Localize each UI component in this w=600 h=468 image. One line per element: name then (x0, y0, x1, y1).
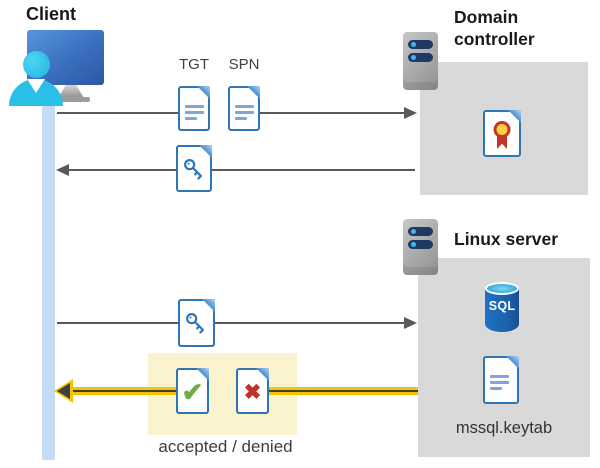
arrowhead-right-icon (404, 317, 417, 329)
spn-ticket-icon (228, 86, 260, 131)
key-ticket-icon (178, 299, 215, 347)
x-mark-icon: ✖ (243, 380, 262, 404)
server-slot-icon (408, 227, 433, 236)
monitor-stand-icon (58, 85, 84, 98)
certificate-icon (483, 110, 521, 157)
tgt-ticket-icon (178, 86, 210, 131)
linux-server-label: Linux server (454, 229, 559, 249)
server-slot-icon (408, 40, 433, 49)
page-fold-icon (247, 86, 260, 99)
denied-document-icon: ✖ (236, 368, 269, 414)
certificate-ribbon-icon (497, 136, 507, 149)
server-slot-icon (408, 240, 433, 249)
user-person-icon (23, 51, 50, 78)
sql-database-icon: SQL (485, 282, 519, 332)
client-label: Client (26, 4, 77, 24)
monitor-base-icon (52, 97, 90, 102)
arrow-dc-to-client (212, 169, 415, 171)
checkmark-icon: ✔ (181, 376, 204, 407)
client-timeline-bar (42, 94, 55, 460)
page-fold-icon (506, 356, 519, 369)
arrow-client-to-linux (215, 322, 404, 324)
arrow-client-to-dc (260, 112, 404, 114)
keytab-file-label: mssql.keytab (455, 419, 553, 437)
domain-controller-server-icon (403, 32, 438, 90)
sql-database-label: SQL (488, 299, 516, 313)
page-fold-icon (197, 86, 210, 99)
key-icon (184, 159, 203, 180)
yellow-arrowhead-icon (57, 383, 70, 399)
key-ticket-icon (176, 145, 212, 192)
accepted-document-icon: ✔ (176, 368, 209, 414)
arrow-client-to-linux (57, 322, 178, 324)
arrow-linux-to-client (268, 387, 418, 395)
key-icon (186, 313, 205, 334)
keytab-file-icon (483, 356, 519, 404)
server-slot-icon (408, 53, 433, 62)
spn-label: SPN (228, 56, 260, 73)
certificate-seal-icon (493, 121, 511, 138)
page-fold-icon (508, 110, 521, 123)
arrow-dc-to-client (68, 169, 176, 171)
domain-controller-label: Domain controller (454, 7, 535, 49)
arrow-client-to-dc (57, 112, 178, 114)
tgt-label: TGT (179, 56, 209, 73)
accepted-denied-label: accepted / denied (158, 437, 293, 456)
linux-server-icon (403, 219, 438, 275)
arrow-linux-to-client (64, 387, 176, 395)
arrowhead-right-icon (404, 107, 417, 119)
arrowhead-left-icon (56, 164, 69, 176)
